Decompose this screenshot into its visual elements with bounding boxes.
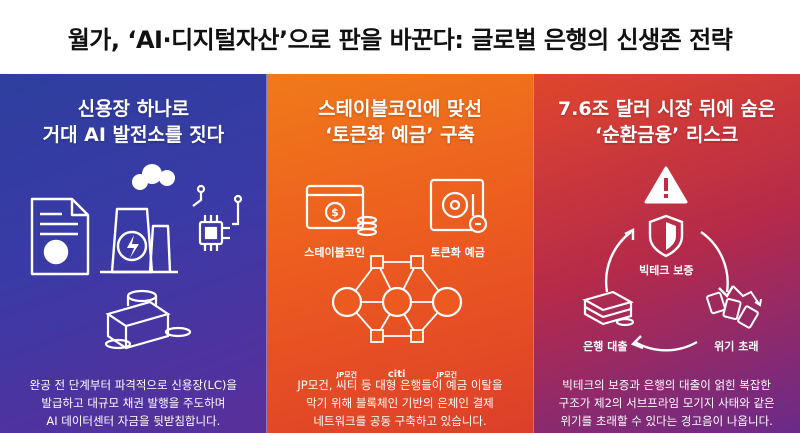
- stablecoin-window-icon: $: [305, 184, 377, 237]
- money-stack-icon: [104, 289, 192, 350]
- panel-title-line2: ‘순환금융’ 리스크: [594, 124, 739, 146]
- panel-title-line1: 신용장 하나로: [77, 98, 190, 120]
- warning-icon: [644, 166, 688, 204]
- crisis-label: 위기 초래: [714, 340, 759, 353]
- desc-line3: AI 데이터센터 자금을 뒷받침합니다.: [46, 414, 221, 428]
- panel-circular-finance-risk: 7.6조 달러 시장 뒤에 숨은 ‘순환금융’ 리스크: [533, 74, 800, 433]
- panel-title-line2: ‘토큰화 예금’ 구축: [324, 124, 475, 146]
- panel-tokenized-deposits: 스테이블코인에 맞선 ‘토큰화 예금’ 구축 $: [266, 74, 534, 433]
- desc-line2: 발급하고 대규모 채권 발행을 주도하며: [41, 396, 226, 410]
- node-citi: citi: [387, 369, 406, 380]
- panel-illustration: [582, 166, 763, 352]
- desc-line1: 완공 전 단계부터 파격적으로 신용장(LC)을: [29, 378, 237, 392]
- divider-right: [533, 74, 534, 433]
- panel-illustration: [30, 164, 243, 350]
- panel-title-line1: 7.6조 달러 시장 뒤에 숨은: [557, 98, 776, 120]
- desc-line3: 위기를 초래할 수 있다는 경고음이 나옵니다.: [560, 414, 773, 428]
- panel-description: JP모건, 씨티 등 대형 은행들이 예금 이탈을 막기 위해 블록체인 기반의…: [267, 376, 534, 430]
- panel-title: 신용장 하나로 거대 AI 발전소를 짓다: [0, 96, 267, 148]
- panel-description: 빅테크의 보증과 은행의 대출이 얽힌 복잡한 구조가 제2의 서브프라임 모기…: [533, 376, 800, 430]
- shield-icon: [649, 214, 684, 258]
- cycle-arrows: [605, 228, 735, 352]
- panel-description: 완공 전 단계부터 파격적으로 신용장(LC)을 발급하고 대규모 채권 발행을…: [0, 376, 267, 430]
- desc-line1: JP모건, 씨티 등 대형 은행들이 예금 이탈을: [297, 378, 503, 392]
- document-icon: [30, 197, 90, 276]
- token-deposit-label: 토큰화 예금: [430, 246, 485, 259]
- bank-loan-label: 은행 대출: [583, 340, 628, 353]
- node-jpmorgan-left: JP모건: [336, 371, 357, 379]
- panel-illustration: $: [305, 178, 487, 343]
- panel-ai-power-plant: 신용장 하나로 거대 AI 발전소를 짓다: [0, 74, 267, 433]
- desc-line2: 막기 위해 블록체인 기반의 은체인 결제: [306, 396, 494, 410]
- divider-left: [266, 74, 267, 433]
- power-plant-icon: [100, 164, 178, 274]
- falling-cards-icon: [706, 285, 763, 329]
- bigtech-guarantee-label: 빅테크 보증: [639, 264, 694, 277]
- blockchain-network-icon: [331, 255, 462, 343]
- panel-title-line1: 스테이블코인에 맞선: [318, 98, 482, 120]
- svg-text:$: $: [331, 206, 339, 219]
- page-title: 월가, ‘AI·디지털자산’으로 판을 바꾼다: 글로벌 은행의 신생존 전략: [67, 25, 733, 54]
- desc-line2: 구조가 제2의 서브프라임 모기지 사태와 같은: [558, 396, 775, 410]
- stablecoin-label: 스테이블코인: [304, 246, 366, 259]
- safe-icon: [429, 178, 487, 234]
- cash-icon: [582, 290, 635, 327]
- chip-icon: [192, 184, 243, 251]
- desc-line1: 빅테크의 보증과 은행의 대출이 얽힌 복잡한: [562, 378, 771, 392]
- panel-title: 7.6조 달러 시장 뒤에 숨은 ‘순환금융’ 리스크: [533, 96, 800, 148]
- node-jpmorgan-right: JP모건: [436, 371, 457, 379]
- panel-title: 스테이블코인에 맞선 ‘토큰화 예금’ 구축: [267, 96, 534, 148]
- panels: 신용장 하나로 거대 AI 발전소를 짓다: [0, 74, 800, 433]
- desc-line3: 네트워크를 공동 구축하고 있습니다.: [313, 414, 487, 428]
- panel-title-line2: 거대 AI 발전소를 짓다: [42, 124, 225, 146]
- header: 월가, ‘AI·디지털자산’으로 판을 바꾼다: 글로벌 은행의 신생존 전략: [0, 0, 800, 74]
- doc-label: LC: [49, 321, 63, 332]
